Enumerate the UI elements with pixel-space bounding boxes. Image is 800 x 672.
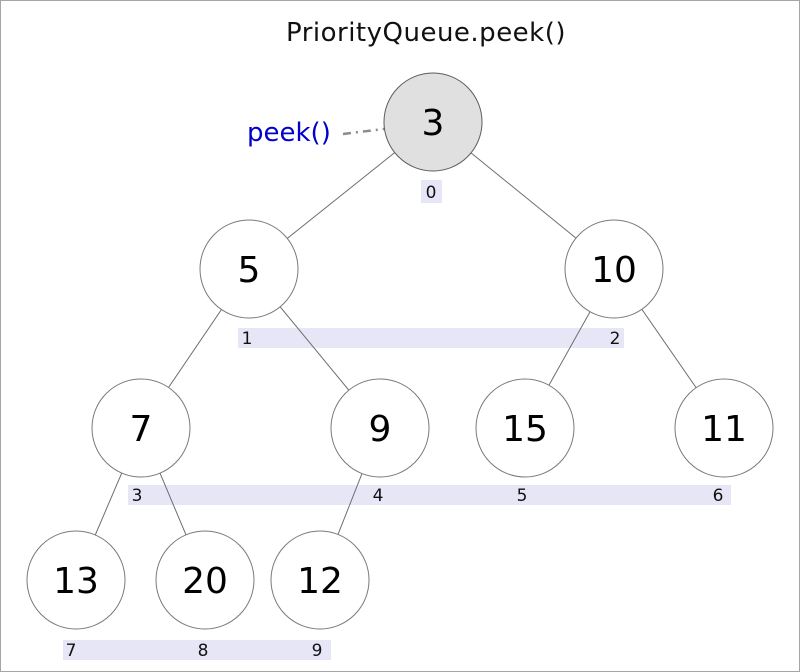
heap-node-3: [91, 378, 191, 478]
heap-node-4: [330, 378, 430, 478]
node-value-5: 15: [502, 409, 548, 450]
heap-node-5: [475, 378, 575, 478]
node-index-label-8: 8: [198, 641, 209, 661]
node-value-2: 10: [591, 250, 637, 291]
node-value-9: 12: [297, 561, 343, 602]
node-index-label-7: 7: [66, 641, 77, 661]
heap-node-6: [674, 378, 774, 478]
page-title: PriorityQueue.peek(): [285, 18, 567, 48]
node-index-label-4: 4: [373, 486, 384, 506]
heap-node-9: [270, 530, 370, 630]
peek-annotation-label: peek(): [247, 118, 331, 148]
node-index-label-0: 0: [426, 183, 437, 203]
node-index-label-5: 5: [517, 486, 528, 506]
heap-node-7: [26, 530, 126, 630]
node-index-label-6: 6: [713, 486, 724, 506]
heap-node-0: [383, 72, 483, 172]
heap-node-8: [155, 530, 255, 630]
node-index-label-2: 2: [610, 329, 621, 349]
index-band-level-1: [238, 328, 624, 348]
heap-node-2: [564, 219, 664, 319]
node-index-label-9: 9: [312, 641, 323, 661]
node-value-6: 11: [701, 409, 747, 450]
node-value-8: 20: [182, 561, 228, 602]
node-value-7: 13: [53, 561, 99, 602]
index-band-level-2: [128, 485, 731, 505]
heap-node-1: [199, 219, 299, 319]
index-band-level-0: [421, 180, 442, 203]
node-value-4: 9: [369, 409, 392, 450]
node-index-label-3: 3: [132, 486, 143, 506]
node-value-1: 5: [238, 250, 261, 291]
node-value-3: 7: [130, 409, 153, 450]
node-value-0: 3: [422, 103, 445, 144]
node-index-label-1: 1: [242, 329, 253, 349]
index-band-level-3: [63, 640, 331, 660]
